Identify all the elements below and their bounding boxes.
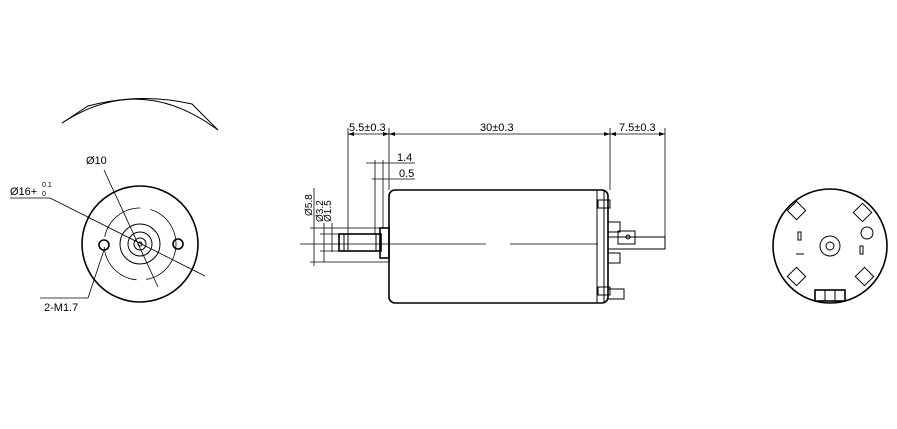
dim-shaft-1: Ø3.2: [315, 200, 326, 222]
dim-body-length: 30±0.3: [480, 122, 514, 134]
dim-rear-length: 7.5±0.3: [619, 122, 656, 134]
dim-collar-1: 1.4: [397, 152, 412, 164]
front-top-arc-inner: [61, 97, 219, 131]
rear-center-boss: [819, 235, 841, 257]
side-view: 5.5±0.3 30±0.3 7.5±0.3 1.4 0.5 Ø5.8 Ø3.2…: [300, 122, 666, 304]
slot-bottom-right: [854, 266, 875, 287]
brush-mark-right: [859, 245, 864, 255]
motor-body: [388, 189, 609, 304]
label-inner-diameter: Ø10: [86, 155, 107, 167]
label-tol-upper: 0.1: [42, 182, 52, 189]
rear-shaft: [607, 236, 666, 250]
mount-hole-right: [172, 238, 184, 250]
slot-top-right: [852, 202, 873, 223]
dim-shaft-2: Ø1.5: [323, 200, 334, 222]
rear-center-shaft: [825, 241, 835, 251]
rear-outer-circle: [772, 188, 888, 304]
leader-holes: [87, 249, 105, 299]
dim-boss-dia: Ø5.8: [304, 194, 315, 216]
front-boss: [379, 227, 390, 259]
slot-top-left: [786, 200, 807, 221]
front-shaft: [338, 233, 382, 252]
leader-inner-dia: [103, 169, 159, 288]
rear-tab: [617, 230, 636, 245]
rear-boss-bottom: [607, 252, 621, 264]
boss-circle: [119, 223, 161, 265]
front-top-arc: [61, 98, 219, 131]
shaft-circle: [133, 237, 147, 251]
terminal-block: [814, 289, 846, 302]
terminal-bottom: [597, 286, 611, 296]
brush-mark-left: [797, 231, 802, 241]
dim-collar-2: 0.5: [399, 168, 414, 180]
label-tol-lower: 0: [42, 191, 46, 198]
motor-mid-circle: [103, 207, 177, 281]
dim-front-length: 5.5±0.3: [349, 122, 386, 134]
terminal-top: [597, 199, 611, 209]
leader-outer-dia: [49, 197, 206, 277]
motor-outer-circle: [81, 185, 199, 303]
rear-boss-top: [607, 221, 621, 233]
label-outer-diameter: Ø16+: [10, 186, 37, 198]
pin-top: [607, 288, 625, 300]
rear-view: [772, 188, 888, 304]
bearing-circle: [127, 231, 153, 257]
rear-vent-hole: [860, 226, 874, 240]
slot-bottom-left: [786, 266, 807, 287]
label-mount-holes: 2-M1.7: [44, 302, 78, 314]
rear-tab-hole: [625, 234, 631, 240]
front-view: Ø16+ 0.1 0 Ø10 2-M1.7: [10, 97, 219, 314]
